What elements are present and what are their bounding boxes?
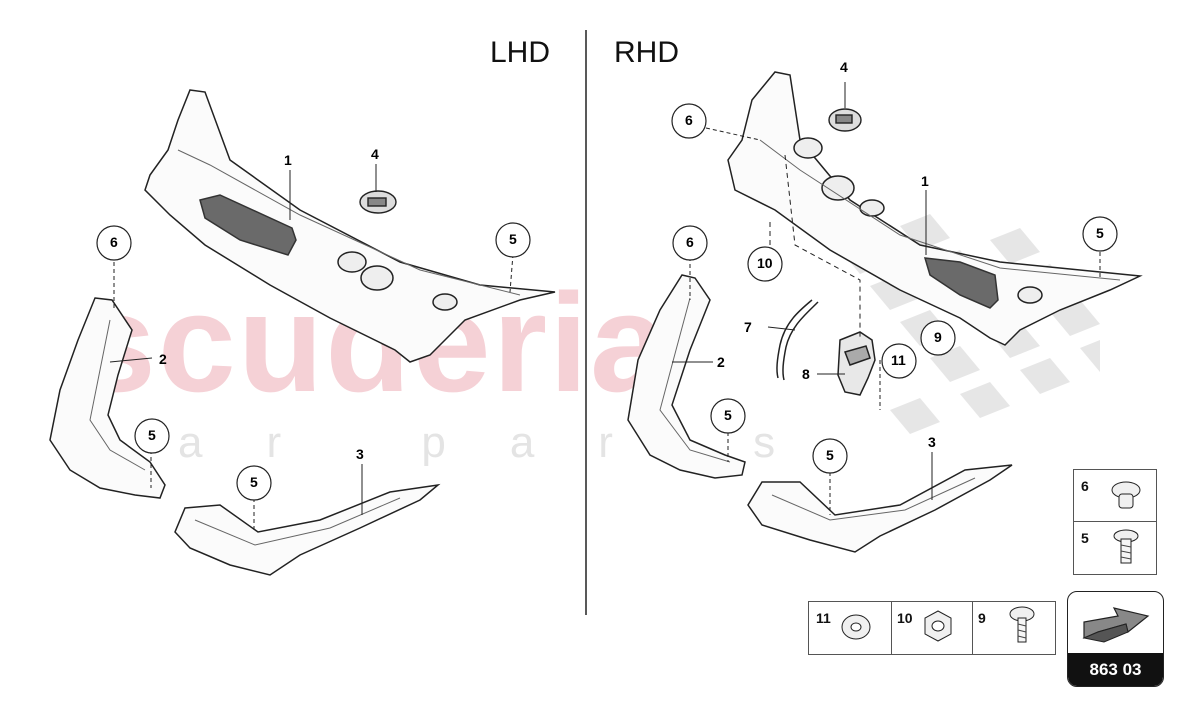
callout-lhd-5b: 5 (148, 427, 156, 443)
lhd-cowl-panel (144, 89, 556, 363)
lhd-grommet (359, 190, 397, 214)
callout-rhd-6a: 6 (685, 112, 693, 128)
lhd-title: LHD (490, 36, 551, 69)
rhd-hose (776, 299, 819, 381)
rhd-grommet (828, 108, 862, 132)
callout-rhd-4: 4 (840, 59, 848, 75)
hardware-box-bolt-number: 9 (978, 610, 986, 626)
hardware-box-washer-number: 11 (816, 610, 831, 626)
callout-rhd-2: 2 (717, 354, 725, 370)
callout-rhd-9: 9 (934, 329, 942, 345)
callout-lhd-4: 4 (371, 146, 379, 162)
callout-rhd-10: 10 (757, 255, 773, 271)
callout-rhd-3: 3 (928, 434, 936, 450)
callout-lhd-2: 2 (159, 351, 167, 367)
rhd-leader-lines (672, 82, 1101, 515)
rhd-title: RHD (614, 36, 679, 69)
callout-rhd-11: 11 (891, 352, 906, 368)
rhd-bracket (837, 331, 876, 396)
section-arrow-icon (1082, 607, 1150, 643)
callout-lhd-5c: 5 (250, 474, 258, 490)
callout-rhd-5a: 5 (1096, 225, 1104, 241)
hardware-box-clip: 6 (1073, 469, 1157, 523)
screw-icon (1113, 529, 1139, 564)
callout-rhd-1: 1 (921, 173, 929, 189)
hardware-box-screw-number: 5 (1081, 530, 1089, 546)
callout-lhd-5a: 5 (509, 231, 517, 247)
section-code: 863 03 (1068, 653, 1163, 686)
rhd-lower-trim (747, 464, 1013, 553)
callout-lhd-6: 6 (110, 234, 118, 250)
hardware-box-nut-number: 10 (897, 610, 913, 626)
clip-icon (1111, 481, 1141, 509)
lhd-lower-trim (174, 483, 441, 576)
callout-rhd-6b: 6 (686, 234, 694, 250)
nut-icon (924, 610, 952, 642)
callout-lhd-3: 3 (356, 446, 364, 462)
callout-circles (96, 103, 1118, 501)
callout-rhd-8: 8 (802, 366, 810, 382)
hardware-box-screw: 5 (1073, 521, 1157, 575)
section-badge: 863 03 (1067, 591, 1164, 687)
lhd-leader-lines (109, 164, 514, 530)
washer-icon (841, 614, 871, 640)
lhd-a-pillar-trim (49, 297, 166, 499)
callout-rhd-5c: 5 (826, 447, 834, 463)
callout-lhd-1: 1 (284, 152, 292, 168)
rhd-a-pillar-trim (627, 274, 746, 479)
callout-rhd-7: 7 (744, 319, 752, 335)
callout-rhd-5b: 5 (724, 407, 732, 423)
rhd-cowl-panel (727, 71, 1143, 346)
hardware-box-clip-number: 6 (1081, 478, 1089, 494)
bolt-icon (1009, 606, 1035, 643)
